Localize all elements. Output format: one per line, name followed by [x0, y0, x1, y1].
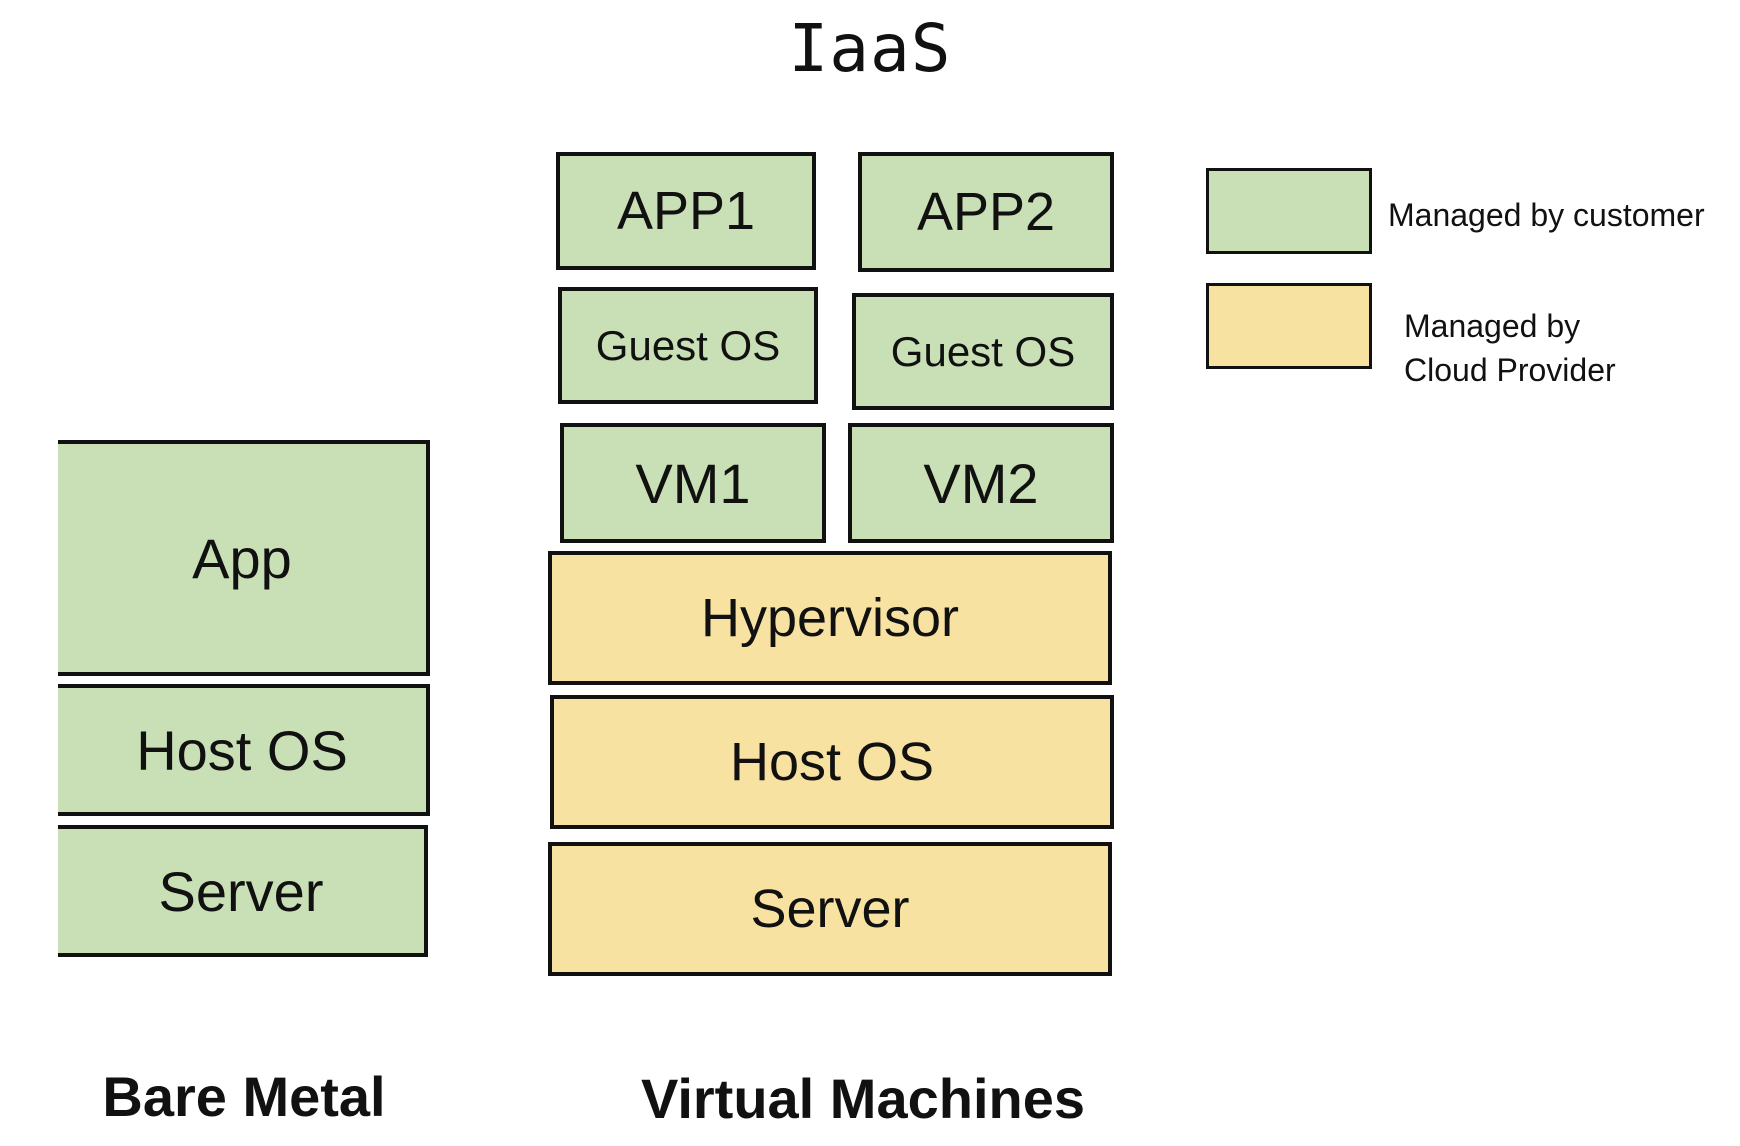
bare-metal-host-os-layer: Host OS — [58, 684, 430, 816]
hypervisor-label: Hypervisor — [700, 588, 960, 648]
vm-guest-os-1-layer: Guest OS — [558, 287, 818, 404]
vm-app1-layer: APP1 — [556, 152, 816, 270]
vm-guest-os-1-label: Guest OS — [595, 321, 781, 369]
vm1-label: VM1 — [635, 451, 751, 515]
legend-provider-swatch — [1206, 283, 1372, 369]
vm-app2-layer: APP2 — [858, 152, 1114, 272]
diagram-title: IaaS — [788, 10, 952, 87]
legend-customer-swatch — [1206, 168, 1372, 254]
vm-host-os-label: Host OS — [729, 732, 935, 792]
legend-customer-label: Managed by customer — [1388, 197, 1705, 233]
legend-provider-label-line1: Managed by — [1404, 308, 1581, 344]
vm2-label: VM2 — [923, 451, 1039, 515]
vm-host-os-layer: Host OS — [550, 695, 1114, 829]
bare-metal-server-layer: Server — [58, 825, 428, 957]
bare-metal-host-os-label: Host OS — [136, 718, 348, 782]
vm2-layer: VM2 — [848, 423, 1114, 543]
bare-metal-app-layer: App — [58, 440, 430, 676]
virtual-machines-caption: Virtual Machines — [640, 1067, 1085, 1130]
bare-metal-caption: Bare Metal — [102, 1065, 386, 1128]
vm-app1-label: APP1 — [616, 181, 756, 241]
hypervisor-layer: Hypervisor — [548, 551, 1112, 685]
vm-server-label: Server — [750, 879, 910, 939]
legend-provider-label: Managed by Cloud Provider — [1404, 304, 1616, 392]
vm-guest-os-2-layer: Guest OS — [852, 293, 1114, 410]
vm-server-layer: Server — [548, 842, 1112, 976]
vm-guest-os-2-label: Guest OS — [890, 327, 1076, 375]
bare-metal-server-label: Server — [158, 859, 324, 923]
vm-app2-label: APP2 — [916, 182, 1056, 242]
vm1-layer: VM1 — [560, 423, 826, 543]
bare-metal-app-label: App — [192, 526, 292, 590]
legend-provider-label-line2: Cloud Provider — [1404, 352, 1616, 388]
